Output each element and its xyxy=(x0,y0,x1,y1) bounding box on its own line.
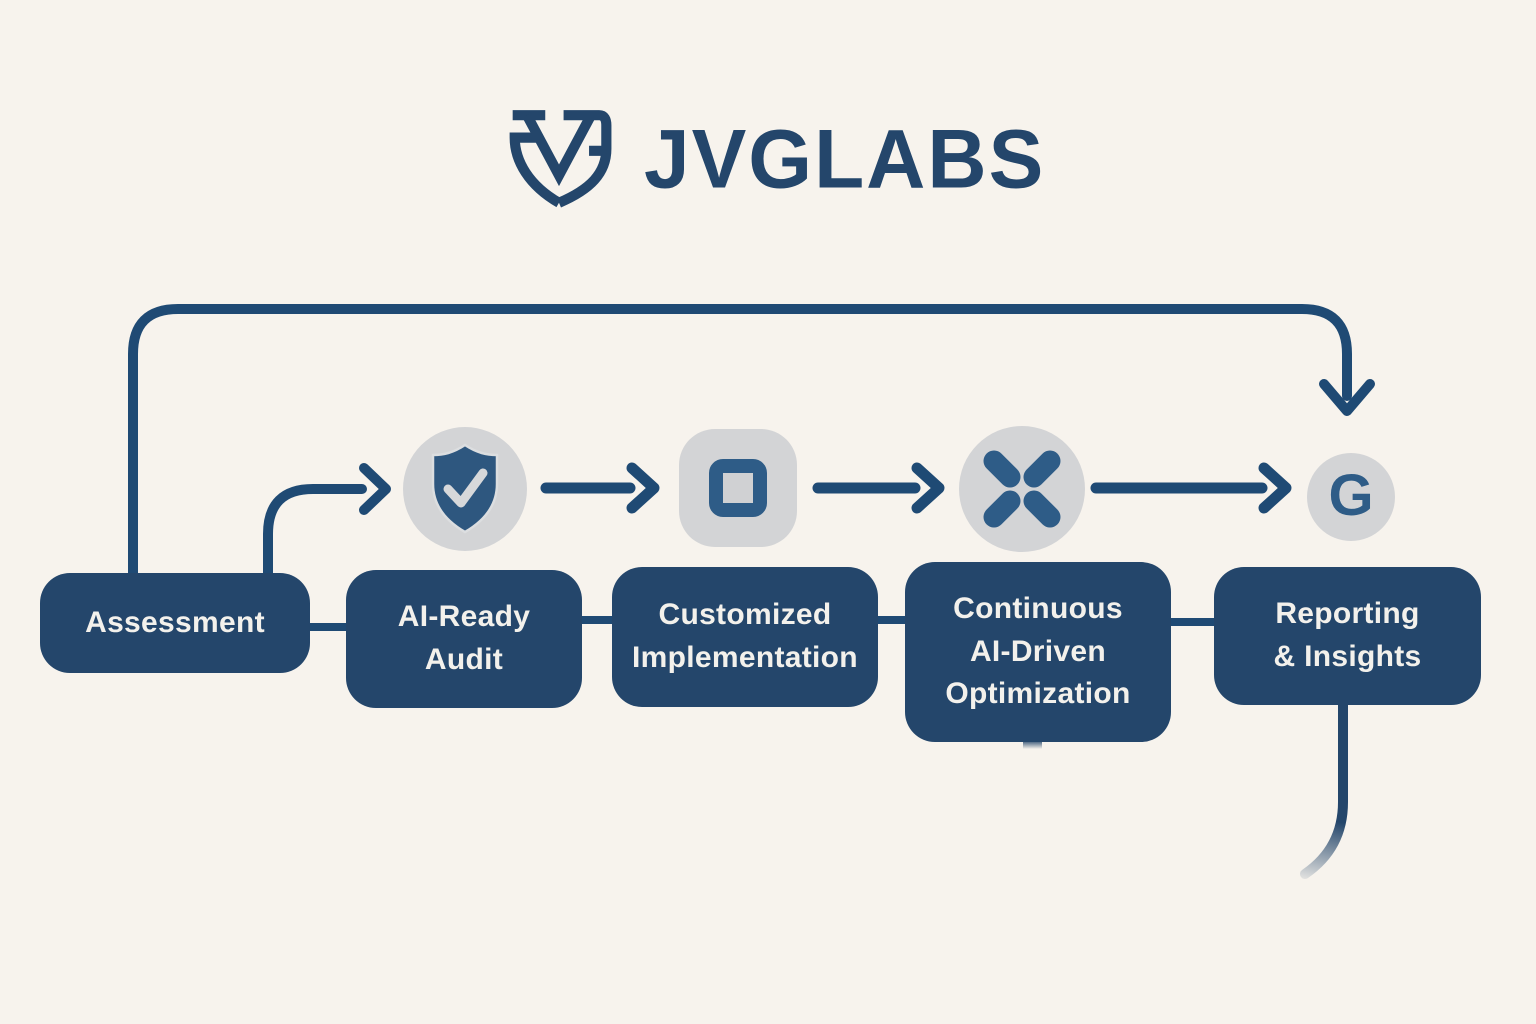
assessment-to-audit-icon-arrow xyxy=(263,463,391,605)
x-to-g-arrowhead xyxy=(1258,462,1292,514)
stop-square-glyph xyxy=(709,459,767,517)
g-letter-glyph: G xyxy=(1328,463,1374,528)
stage-box-connectors xyxy=(305,616,1218,631)
stage-assessment: Assessment xyxy=(40,573,310,673)
stage-continuous-ai-driven-optimization: Continuous AI-Driven Optimization xyxy=(905,562,1171,742)
square-to-x-arrowhead xyxy=(911,462,945,514)
stop-square-icon xyxy=(679,429,797,547)
stage-ai-ready-audit: AI-Ready Audit xyxy=(346,570,582,708)
x-mark-icon xyxy=(959,426,1085,552)
stage-customized-implementation: Customized Implementation xyxy=(612,567,878,707)
brand-name: JVGLABS xyxy=(644,113,1046,206)
g-letter-icon: G xyxy=(1307,453,1395,541)
feedback-loop-arrow xyxy=(128,304,1375,605)
jvg-shield-monogram-icon xyxy=(509,110,612,208)
logo: JVGLABS xyxy=(500,100,1045,220)
stage-reporting-insights: Reporting & Insights xyxy=(1214,567,1481,705)
icon-row-arrows xyxy=(540,462,1292,514)
shield-to-square-arrowhead xyxy=(626,462,660,514)
optimization-box-nub xyxy=(1023,740,1042,749)
shield-check-icon xyxy=(403,427,527,551)
reporting-tail-line xyxy=(1300,695,1348,879)
